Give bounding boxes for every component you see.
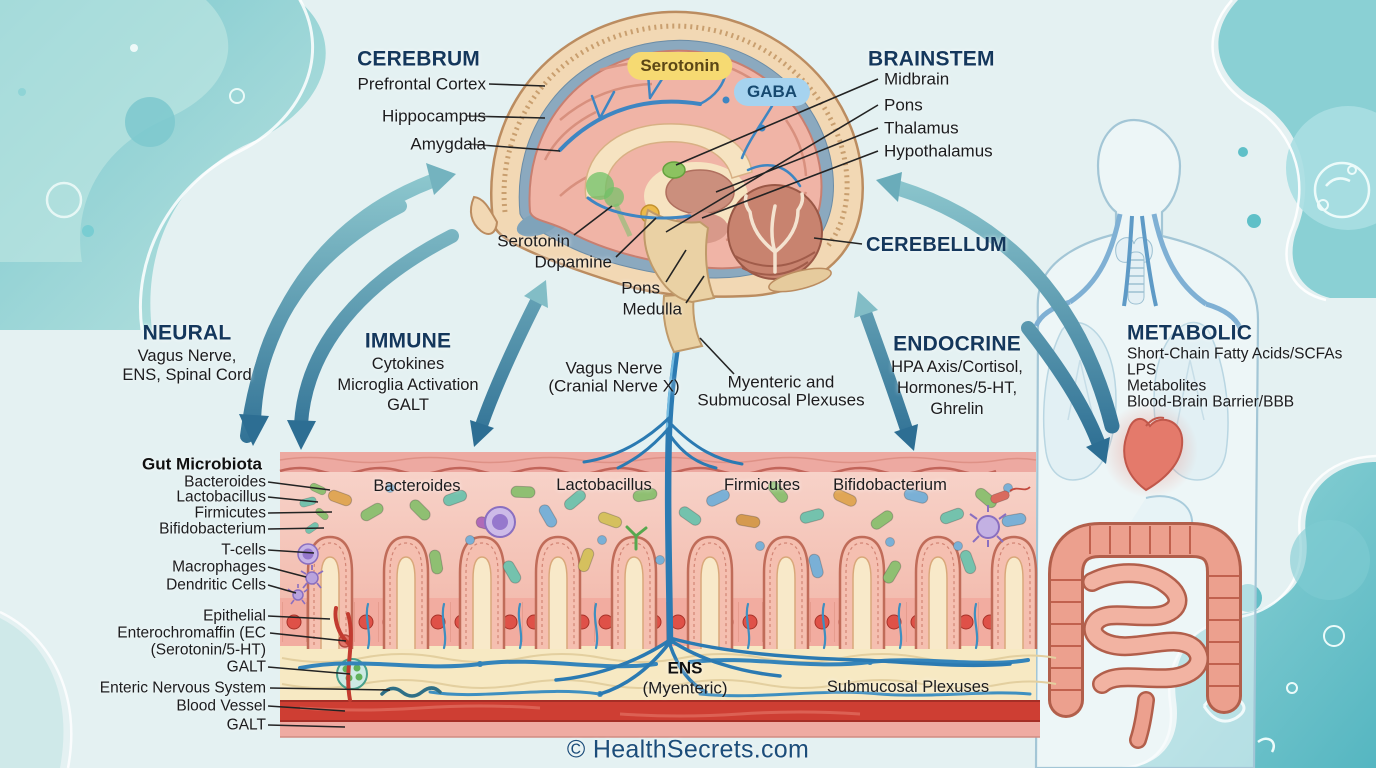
metabolic-line-2: LPS — [1127, 361, 1157, 379]
label-serotonin-inner: Serotonin — [497, 231, 570, 251]
immune-title: IMMUNE — [364, 329, 452, 353]
heart-icon — [1123, 416, 1184, 492]
neural-title: NEURAL — [142, 321, 232, 345]
ens-myenteric-label: (Myenteric) — [642, 678, 728, 698]
label-pons-right: Pons — [884, 95, 923, 115]
arrow-gut-to-brain-right — [876, 172, 1120, 434]
gut-left-icons — [287, 481, 368, 702]
microbiota-bacteria — [326, 478, 1031, 586]
plexus-label-1: Myenteric and — [727, 372, 835, 392]
neural-line-2: ENS, Spinal Cord — [122, 365, 252, 384]
plexus-label-2: Submucosal Plexuses — [697, 390, 865, 410]
immune-line-2: Microglia Activation — [337, 375, 479, 394]
bacteria-label-bifidobacterium: Bifidobacterium — [833, 475, 947, 494]
cerebellum-title: CEREBELLUM — [866, 234, 1007, 256]
vagus-label-2: (Cranial Nerve X) — [548, 376, 680, 396]
gut-cross-section — [279, 452, 1057, 738]
label-hypothalamus: Hypothalamus — [884, 141, 993, 161]
metabolic-title: METABOLIC — [1127, 321, 1253, 345]
cerebrum-title: CEREBRUM — [357, 47, 480, 71]
serotonin-pill: Serotonin — [627, 52, 733, 80]
enteric-nerve-network — [298, 602, 1032, 698]
arrow-metabolic-down — [1021, 321, 1110, 464]
gut-label-macrophages: Macrophages — [172, 558, 266, 576]
label-dopamine: Dopamine — [534, 252, 613, 272]
ens-label: ENS — [667, 658, 703, 678]
label-pons-lower: Pons — [621, 278, 660, 298]
gut-label-dendritic-cells: Dendritic Cells — [166, 576, 266, 594]
metabolic-line-1: Short-Chain Fatty Acids/SCFAs — [1127, 345, 1343, 363]
endocrine-line-2: Hormones/5-HT, — [896, 378, 1018, 397]
gut-label-blood-vessel: Blood Vessel — [176, 697, 266, 715]
gut-label-bacteroides: Bacteroides — [184, 473, 266, 491]
gut-microbiota-title: Gut Microbiota — [142, 454, 262, 474]
label-midbrain: Midbrain — [884, 69, 950, 89]
immune-line-3: GALT — [387, 395, 429, 414]
bacteria-label-bacteroides: Bacteroides — [373, 476, 461, 495]
gut-label-t-cells: T-cells — [221, 541, 266, 559]
arrow-endocrine-bidirectional — [854, 291, 918, 451]
endocrine-line-3: Ghrelin — [930, 399, 984, 418]
gut-label-epithelial: Epithelial — [203, 607, 266, 625]
submucosal-plexuses-label: Submucosal Plexuses — [826, 677, 990, 696]
brainstem-title: BRAINSTEM — [868, 47, 995, 71]
pathway-arrows — [239, 163, 1120, 464]
intestines-illustration — [1048, 522, 1242, 749]
gut-label-galt-1: GALT — [226, 658, 266, 676]
leader-lines — [267, 78, 879, 728]
label-prefrontal-cortex: Prefrontal Cortex — [357, 74, 487, 94]
metabolic-line-3: Metabolites — [1127, 377, 1207, 395]
neural-line-1: Vagus Nerve, — [137, 346, 237, 365]
bacteria-label-lactobacillus: Lactobacillus — [556, 475, 652, 494]
label-hippocampus: Hippocampus — [382, 106, 486, 126]
immune-line-1: Cytokines — [371, 354, 445, 373]
label-thalamus: Thalamus — [884, 118, 959, 138]
cerebellum-shape — [727, 184, 832, 293]
gut-label-serotonin-5ht: (Serotonin/5-HT) — [150, 641, 266, 659]
arrow-brain-to-gut-left-1 — [239, 199, 407, 446]
gut-label-enterochromaffin: Enterochromaffin (EC — [117, 624, 266, 642]
digestive-organs — [1048, 402, 1242, 749]
bacteria-label-firmicutes: Firmicutes — [723, 475, 801, 494]
label-medulla: Medulla — [622, 299, 682, 319]
gaba-pill: GABA — [733, 78, 811, 106]
vagus-label-1: Vagus Nerve — [565, 358, 663, 378]
arrow-brain-to-gut-left-2 — [287, 229, 459, 450]
watermark: © HealthSecrets.com — [566, 735, 810, 764]
brain-vessels — [558, 70, 802, 220]
gut-label-lactobacillus: Lactobacillus — [176, 488, 266, 506]
gut-label-bifidobacterium: Bifidobacterium — [159, 520, 266, 538]
endocrine-line-1: HPA Axis/Cortisol, — [891, 357, 1023, 376]
arrow-immune-bidirectional — [470, 280, 548, 447]
endocrine-title: ENDOCRINE — [893, 332, 1021, 356]
gut-label-galt-2: GALT — [226, 716, 266, 734]
trachea-thyroid — [1115, 237, 1153, 305]
label-amygdala: Amygdala — [410, 134, 486, 154]
gut-label-firmicutes: Firmicutes — [194, 504, 266, 522]
metabolic-line-4: Blood-Brain Barrier/BBB — [1127, 393, 1295, 411]
gut-label-enteric-nervous-system: Enteric Nervous System — [99, 679, 266, 697]
